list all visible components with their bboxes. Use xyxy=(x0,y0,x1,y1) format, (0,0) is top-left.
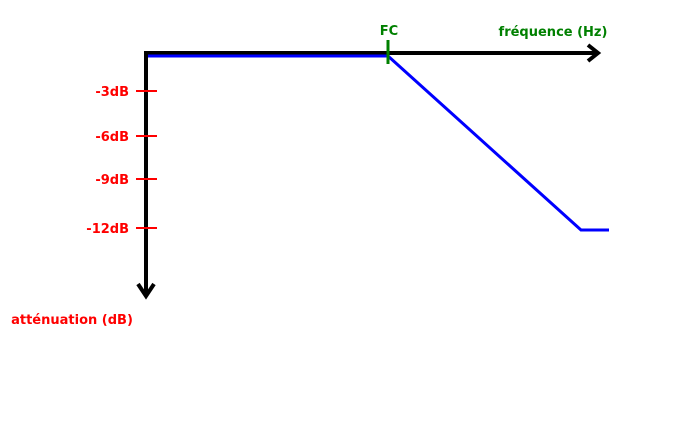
y-axis-label: atténuation (dB) xyxy=(11,313,133,328)
x-axis-label: fréquence (Hz) xyxy=(499,25,608,40)
tick-label: -3dB xyxy=(95,85,129,100)
cutoff-label: FC xyxy=(380,24,398,39)
y-axis-arrowhead xyxy=(136,282,156,300)
x-axis-arrowhead xyxy=(586,43,602,63)
tick-label: -6dB xyxy=(95,130,129,145)
tick-label: -12dB xyxy=(86,222,129,237)
tick-label: -9dB xyxy=(95,173,129,188)
response-curve xyxy=(148,54,609,232)
